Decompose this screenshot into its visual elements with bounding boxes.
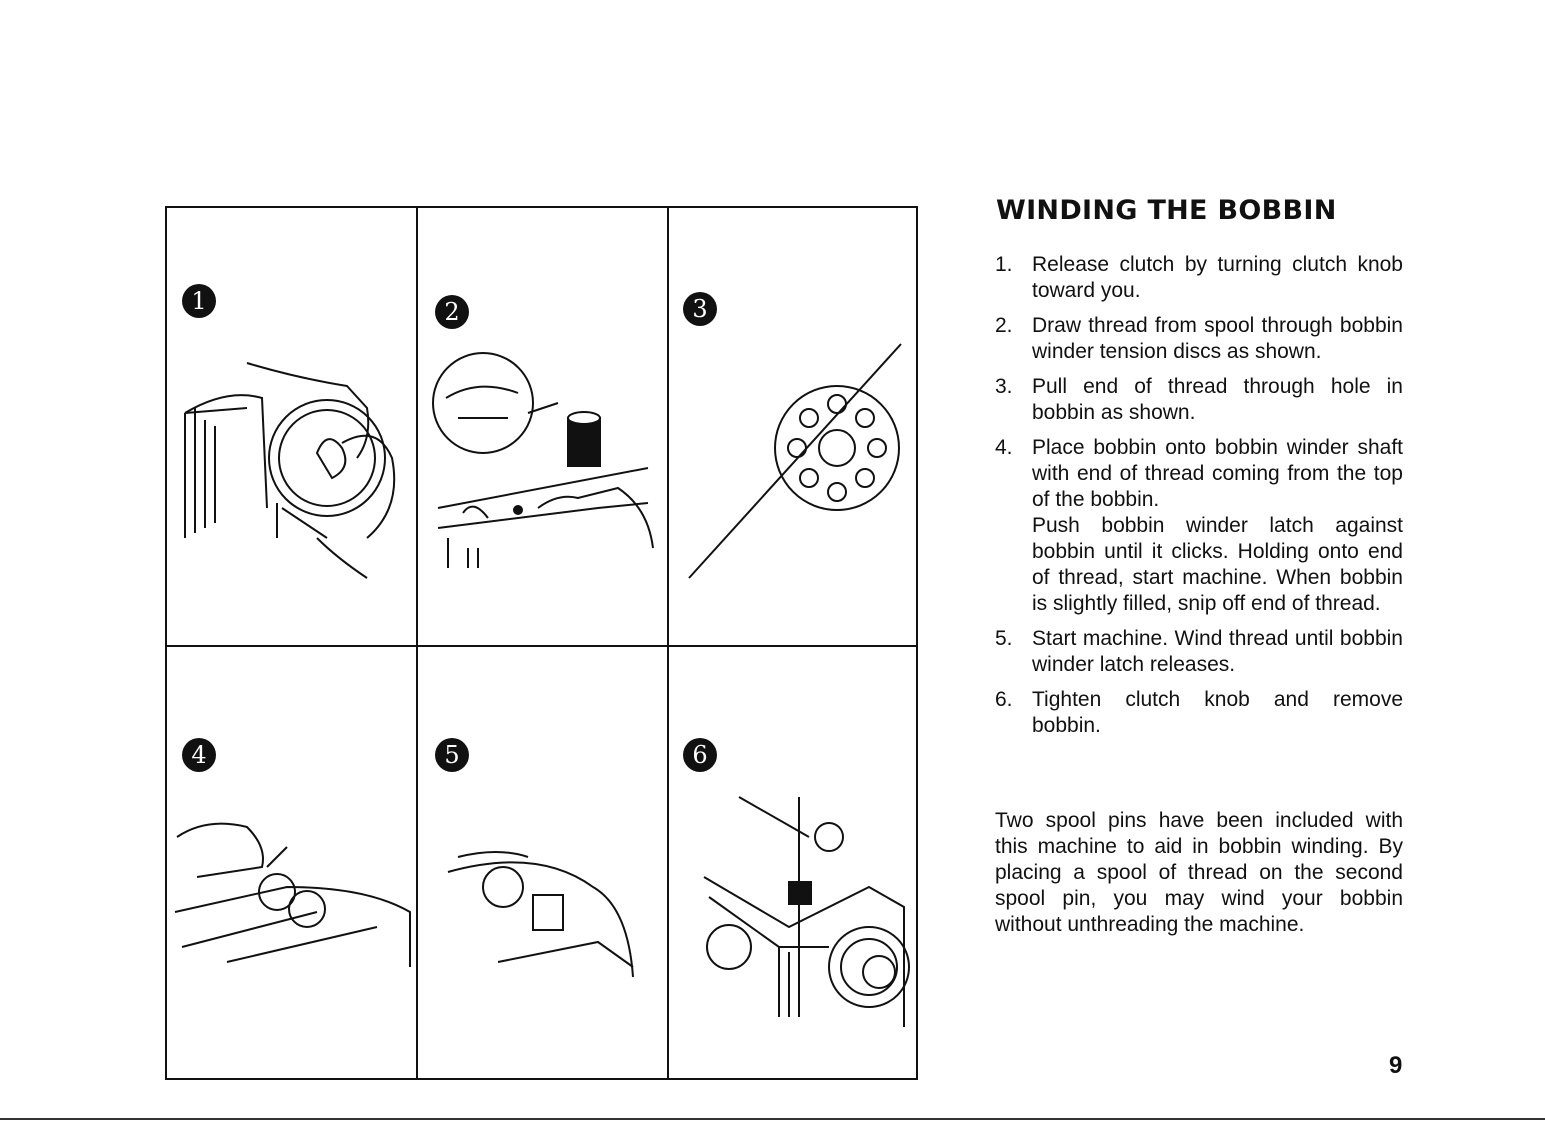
grid-divider: [667, 208, 669, 1078]
step-text: Pull end of thread through hole in bobbi…: [1032, 375, 1403, 424]
figure-1: 1: [167, 208, 416, 643]
step-number: 2.: [995, 314, 1013, 337]
step-number: 4.: [995, 436, 1013, 459]
bobbin-illustration: [688, 343, 902, 579]
step-text: Start machine. Wind thread until bobbin …: [1032, 627, 1403, 676]
figure-badge: 5: [435, 738, 469, 772]
figure-6: 6: [669, 647, 918, 1082]
winding-illustration: [447, 851, 634, 978]
figure-5: 5: [418, 647, 667, 1082]
illustration-grid: 1 2: [165, 206, 918, 1080]
clutch-knob-illustration: [184, 362, 396, 579]
step-text: Tighten clutch knob and remove bobbin.: [1032, 688, 1403, 737]
page-number: 9: [1389, 1052, 1403, 1079]
figure-3: 3: [669, 208, 918, 643]
figure-badge: 1: [182, 284, 216, 318]
step-text: Release clutch by turning clutch knob to…: [1032, 253, 1403, 302]
spool-pin-note: Two spool pins have been included with t…: [995, 809, 1403, 936]
step-item: 6. Tighten clutch knob and remove bobbin.: [995, 687, 1403, 739]
step-text-continued: Push bobbin winder latch against bobbin …: [1032, 514, 1403, 615]
figure-badge: 4: [182, 738, 216, 772]
step-item: 4. Place bobbin onto bobbin winder shaft …: [995, 435, 1403, 617]
step-number: 5.: [995, 627, 1013, 650]
step-item: 1. Release clutch by turning clutch knob …: [995, 252, 1403, 304]
figure-4: 4: [167, 647, 416, 1082]
step-item: 3. Pull end of thread through hole in bob…: [995, 374, 1403, 426]
step-item: 5. Start machine. Wind thread until bobbi…: [995, 626, 1403, 678]
figure-badge: 3: [683, 292, 717, 326]
grid-divider: [167, 645, 916, 647]
figure-badge: 6: [683, 738, 717, 772]
machine-top-illustration: [703, 796, 910, 1027]
step-text: Place bobbin onto bobbin winder shaft wi…: [1032, 436, 1403, 511]
page-title: WINDING THE BOBBIN: [996, 195, 1337, 226]
page-bottom-rule: [0, 1118, 1545, 1120]
figure-2: 2: [418, 208, 667, 643]
step-number: 1.: [995, 253, 1013, 276]
step-item: 2. Draw thread from spool through bobbin …: [995, 313, 1403, 365]
bobbin-winder-illustration: [174, 822, 411, 967]
figure-badge: 2: [435, 295, 469, 329]
grid-divider: [416, 208, 418, 1078]
step-number: 6.: [995, 688, 1013, 711]
instruction-list: 1. Release clutch by turning clutch knob …: [995, 252, 1403, 748]
step-number: 3.: [995, 375, 1013, 398]
step-text: Draw thread from spool through bobbin wi…: [1032, 314, 1403, 363]
tension-discs-illustration: [432, 352, 654, 568]
